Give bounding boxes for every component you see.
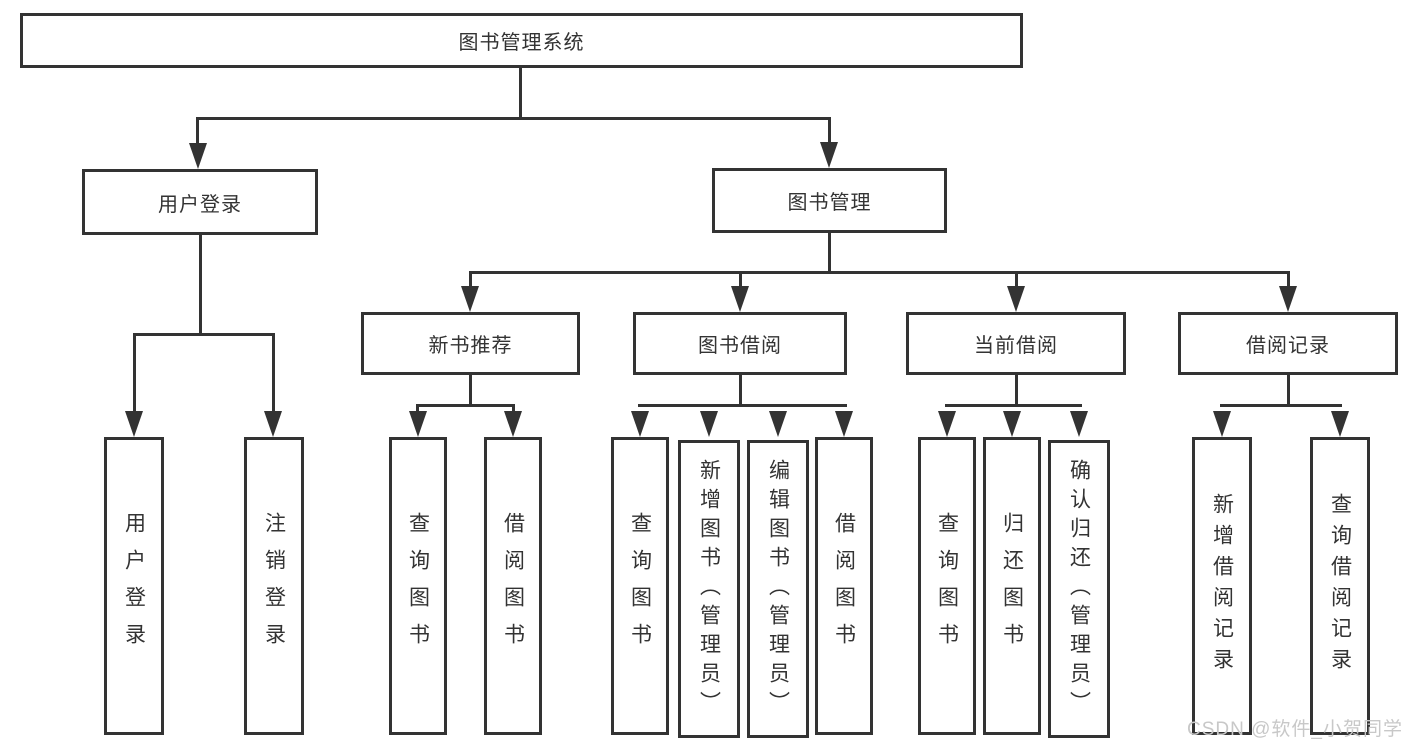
connector-line <box>828 117 831 145</box>
connector-line <box>519 68 522 120</box>
leaf-add-books-admin: 新增图书（管理员） <box>678 440 740 738</box>
arrowhead-icon <box>631 411 649 437</box>
arrowhead-icon <box>835 411 853 437</box>
arrowhead-icon <box>938 411 956 437</box>
leaf-logout: 注销登录 <box>244 437 304 735</box>
node-label: 图书管理 <box>787 192 872 214</box>
connector-line <box>469 271 472 289</box>
connector-line <box>196 117 199 147</box>
leaf-user-login: 用户登录 <box>104 437 164 735</box>
connector-line <box>133 333 136 413</box>
arrowhead-icon <box>1007 286 1025 312</box>
watermark-text: CSDN @软件_小贺同学 <box>1187 719 1403 740</box>
arrowhead-icon <box>1213 411 1231 437</box>
connector-line <box>739 375 742 407</box>
arrowhead-icon <box>700 411 718 437</box>
node-label: 新增图书（管理员） <box>697 458 721 720</box>
node-label: 查询图书 <box>406 512 430 660</box>
node-label: 借阅图书 <box>832 512 856 660</box>
leaf-borrow-books-recommend: 借阅图书 <box>484 437 542 735</box>
leaf-borrow-books: 借阅图书 <box>815 437 873 735</box>
arrowhead-icon <box>264 411 282 437</box>
connector-line <box>828 233 831 273</box>
node-label: 查询图书 <box>628 512 652 660</box>
node-label: 用户登录 <box>158 193 242 216</box>
node-label: 注销登录 <box>262 512 286 660</box>
arrowhead-icon <box>189 143 207 169</box>
connector-line <box>1220 404 1342 407</box>
connector-line <box>1015 271 1018 289</box>
node-label: 查询图书 <box>935 512 959 660</box>
arrowhead-icon <box>731 286 749 312</box>
arrowhead-icon <box>1070 411 1088 437</box>
connector-line <box>512 404 515 414</box>
node-label: 新增借阅记录 <box>1210 493 1234 679</box>
arrowhead-icon <box>125 411 143 437</box>
leaf-return-books: 归还图书 <box>983 437 1041 735</box>
node-label: 新书推荐 <box>428 335 513 357</box>
arrowhead-icon <box>504 411 522 437</box>
node-user-login: 用户登录 <box>82 169 318 235</box>
node-borrow-record: 借阅记录 <box>1178 312 1398 375</box>
leaf-query-books-recommend: 查询图书 <box>389 437 447 735</box>
arrowhead-icon <box>461 286 479 312</box>
node-label: 图书管理系统 <box>458 32 585 54</box>
node-label: 当前借阅 <box>974 335 1058 357</box>
node-book-management: 图书管理 <box>712 168 947 233</box>
leaf-query-books-current: 查询图书 <box>918 437 976 735</box>
arrowhead-icon <box>1003 411 1021 437</box>
connector-line <box>197 117 831 120</box>
node-label: 编辑图书（管理员） <box>766 458 790 720</box>
connector-line <box>945 404 1082 407</box>
node-current-borrow: 当前借阅 <box>906 312 1126 375</box>
connector-line <box>739 271 742 289</box>
connector-line <box>416 404 419 414</box>
connector-line <box>1287 375 1290 407</box>
connector-line <box>199 235 202 336</box>
leaf-query-books-borrow: 查询图书 <box>611 437 669 735</box>
leaf-confirm-return-admin: 确认归还（管理员） <box>1048 440 1110 738</box>
node-new-book-recommend: 新书推荐 <box>361 312 580 375</box>
connector-line <box>272 333 275 413</box>
connector-line <box>133 333 275 336</box>
arrowhead-icon <box>1279 286 1297 312</box>
leaf-query-borrow-record: 查询借阅记录 <box>1310 437 1370 735</box>
connector-line <box>416 404 515 407</box>
node-label: 图书借阅 <box>698 335 782 357</box>
node-label: 用户登录 <box>122 512 146 660</box>
arrowhead-icon <box>820 142 838 168</box>
node-label: 查询借阅记录 <box>1328 493 1352 679</box>
node-root-system: 图书管理系统 <box>20 13 1023 68</box>
node-label: 借阅图书 <box>501 512 525 660</box>
node-label: 借阅记录 <box>1246 335 1330 357</box>
connector-line <box>1015 375 1018 407</box>
connector-line <box>469 271 1290 274</box>
leaf-add-borrow-record: 新增借阅记录 <box>1192 437 1252 735</box>
node-label: 确认归还（管理员） <box>1067 458 1091 720</box>
connector-line <box>1287 271 1290 289</box>
leaf-edit-books-admin: 编辑图书（管理员） <box>747 440 809 738</box>
arrowhead-icon <box>409 411 427 437</box>
node-label: 归还图书 <box>1000 512 1024 660</box>
connector-line <box>638 404 847 407</box>
node-book-borrow: 图书借阅 <box>633 312 847 375</box>
arrowhead-icon <box>769 411 787 437</box>
arrowhead-icon <box>1331 411 1349 437</box>
connector-line <box>469 375 472 407</box>
